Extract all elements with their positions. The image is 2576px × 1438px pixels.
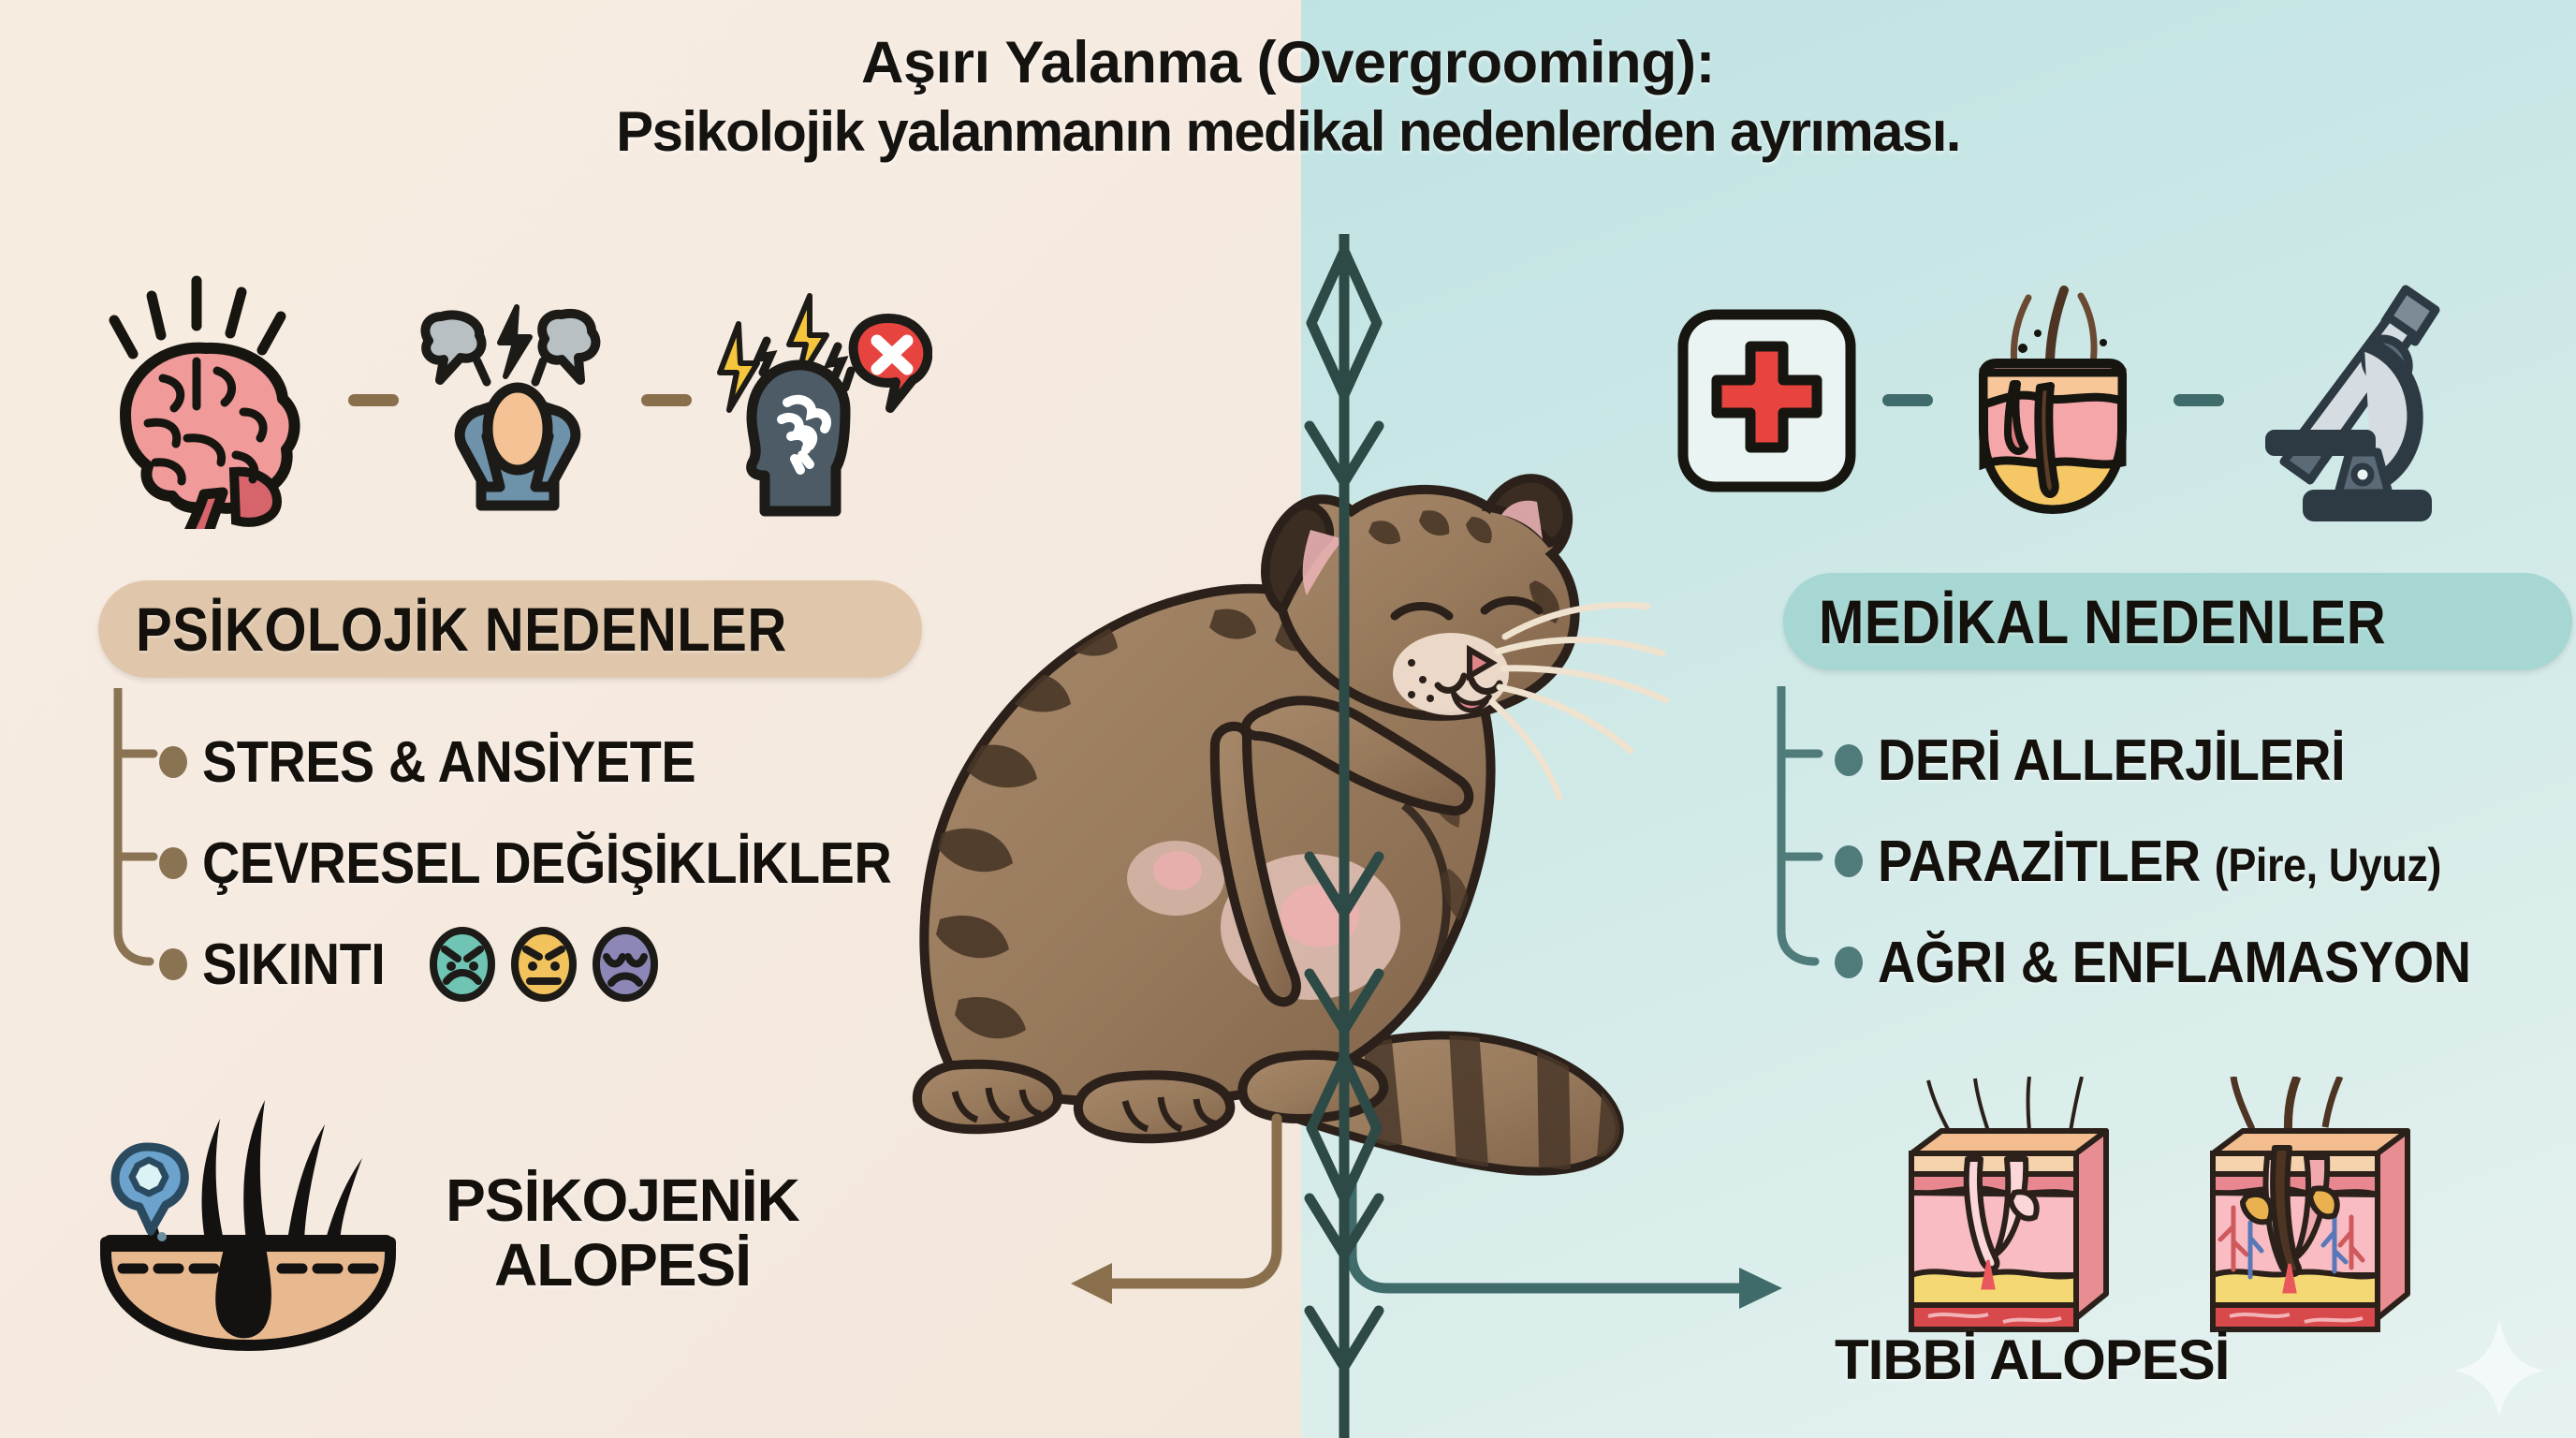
title-block: Aşırı Yalanma (Overgrooming): Psikolojik…: [0, 32, 2576, 163]
right-bracket-connector: [1777, 686, 1823, 966]
bullet-label: SIKINTI: [202, 932, 386, 997]
hair-follicle-icon: [1979, 286, 2127, 514]
page-title: Aşırı Yalanma (Overgrooming):: [860, 30, 1716, 95]
right-outcome-arrow: [1346, 1174, 1782, 1309]
annoyed-face-icon: [510, 927, 577, 1002]
skin-cross-section-icon: [1909, 1077, 2410, 1332]
medical-cross-icon: [1677, 309, 1856, 492]
bullet-dot: [159, 746, 187, 778]
cat-foreleg-lower: [1209, 721, 1301, 1007]
cat-eye-right: [1480, 596, 1544, 615]
left-outcome-line2: ALOPESİ: [494, 1231, 752, 1299]
microscope-icon: [2265, 285, 2440, 521]
left-icon-row: [94, 271, 932, 529]
left-heading-pill: PSİKOLOJİK NEDENLER: [98, 580, 922, 678]
decorative-divider-icon: [1304, 234, 1384, 1438]
arrow-head: [1071, 1263, 1112, 1304]
page-subtitle: Psikolojik yalanmanın medikal nedenlerde…: [616, 99, 1961, 163]
cat-whiskers: [1488, 601, 1670, 801]
left-bullet-list: STRES & ANSİYETE ÇEVRESEL DEĞİŞİKLİKLER …: [159, 712, 968, 1015]
right-outcome-label: TIBBİ ALOPESİ: [1835, 1328, 2321, 1392]
angry-face-icon: [429, 927, 495, 1002]
left-outcome-arrow: [1071, 1113, 1282, 1304]
bullet-label: STRES & ANSİYETE: [202, 729, 696, 795]
cat-eye-left: [1390, 602, 1454, 621]
left-outcome-line1: PSİKOJENİK: [446, 1167, 800, 1234]
left-bracket-connector: [113, 688, 158, 966]
list-item: AĞRI & ENFLAMASYON: [1835, 912, 2537, 1013]
bullet-dot: [1835, 946, 1863, 978]
left-heading-label: PSİKOLOJİK NEDENLER: [136, 594, 787, 664]
sad-face-icon: [592, 927, 658, 1002]
bullet-label: AĞRI & ENFLAMASYON: [1878, 930, 2471, 995]
connector-dash: [2174, 394, 2224, 406]
bullet-label: DERİ ALLERJİLERİ: [1878, 727, 2346, 793]
bullet-dot: [1835, 845, 1863, 877]
follicle-root: [215, 1237, 271, 1339]
emotion-face-group: [428, 927, 660, 1002]
right-outcome-line1: TIBBİ ALOPESİ: [1835, 1328, 2230, 1391]
grooming-cat-illustration: [912, 474, 1670, 1176]
cat-paw-right: [1073, 1070, 1236, 1144]
skin-block-inflamed: [2210, 1077, 2410, 1332]
right-heading-pill: MEDİKAL NEDENLER: [1783, 573, 2572, 670]
hair-follicle-magnifier-icon: [100, 1100, 396, 1351]
connector-dash: [641, 394, 692, 406]
brain-icon: [109, 275, 300, 529]
cat-nose: [1467, 644, 1498, 682]
bullet-label: PARAZİTLER (Pire, Uyuz): [1878, 829, 2441, 895]
arrow-head: [1739, 1268, 1782, 1309]
right-bullet-list: DERİ ALLERJİLERİ PARAZİTLER (Pire, Uyuz)…: [1835, 710, 2537, 1013]
bullet-dot: [159, 847, 187, 879]
list-item: PARAZİTLER (Pire, Uyuz): [1835, 811, 2537, 912]
bullet-label: ÇEVRESEL DEĞİŞİKLİKLER: [202, 830, 892, 896]
cat-foreleg-raised: [1240, 696, 1474, 815]
cat-tongue: [1450, 689, 1493, 713]
bullet-main-text: PARAZİTLER: [1878, 829, 2215, 894]
list-item: ÇEVRESEL DEĞİŞİKLİKLER: [159, 813, 968, 914]
connector-dash: [348, 394, 399, 406]
sparkle-icon: [2453, 1318, 2545, 1417]
skin-block-normal: [1909, 1077, 2109, 1332]
list-item: SIKINTI: [159, 914, 968, 1015]
list-item: STRES & ANSİYETE: [159, 712, 968, 813]
left-outcome-label: PSİKOJENİK ALOPESİ: [398, 1167, 847, 1299]
bullet-dot: [1835, 744, 1863, 776]
stressed-person-icon: [420, 304, 601, 511]
right-icon-row: [1676, 276, 2450, 524]
list-item: DERİ ALLERJİLERİ: [1835, 710, 2537, 811]
bullet-sub-text: (Pire, Uyuz): [2214, 838, 2442, 891]
bullet-dot: [159, 948, 187, 980]
connector-dash: [1882, 394, 1933, 406]
right-heading-label: MEDİKAL NEDENLER: [1819, 587, 2387, 656]
head-scribble-icon: [717, 293, 932, 517]
